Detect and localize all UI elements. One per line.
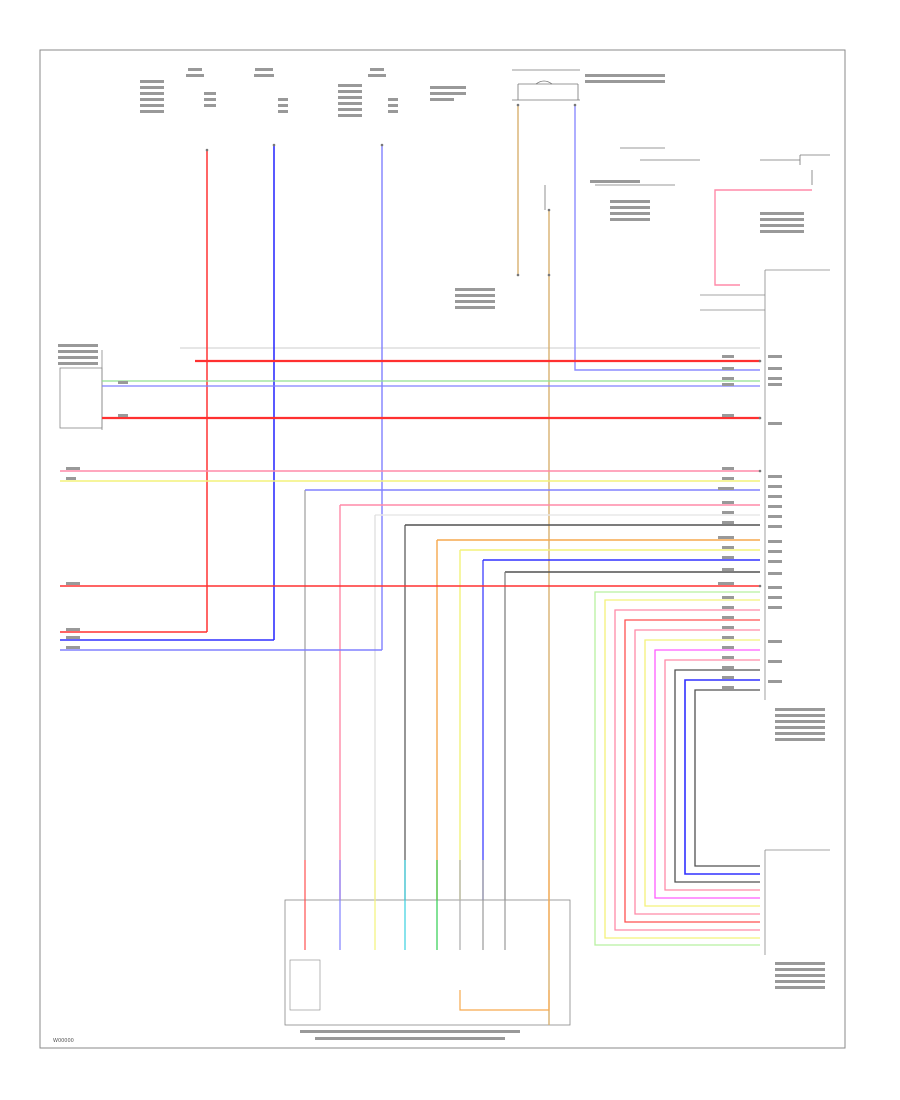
right-pin-labels: [718, 355, 782, 689]
right-connectors: [700, 269, 830, 955]
top-switch: [512, 69, 580, 101]
wire-pink-upper: [714, 189, 812, 286]
horizontal-wires: [60, 359, 760, 900]
upper-right-relay-labels: [455, 180, 804, 309]
left-module: [58, 344, 760, 430]
top-labels: [140, 68, 665, 117]
figure-code: W00000: [53, 1038, 74, 1044]
wire-tan-top: [517, 105, 550, 1025]
bottom-connector: [284, 899, 571, 1040]
bottom-drops: [304, 860, 550, 1011]
connector-pins: [205, 103, 762, 588]
right-connector-labels: [775, 708, 825, 989]
right-harness: [594, 591, 760, 946]
upper-right-relay: [544, 147, 830, 210]
page-frame: [39, 49, 846, 1049]
left-pin-labels: [66, 381, 128, 649]
wire-lightblue-top2: [574, 105, 760, 371]
